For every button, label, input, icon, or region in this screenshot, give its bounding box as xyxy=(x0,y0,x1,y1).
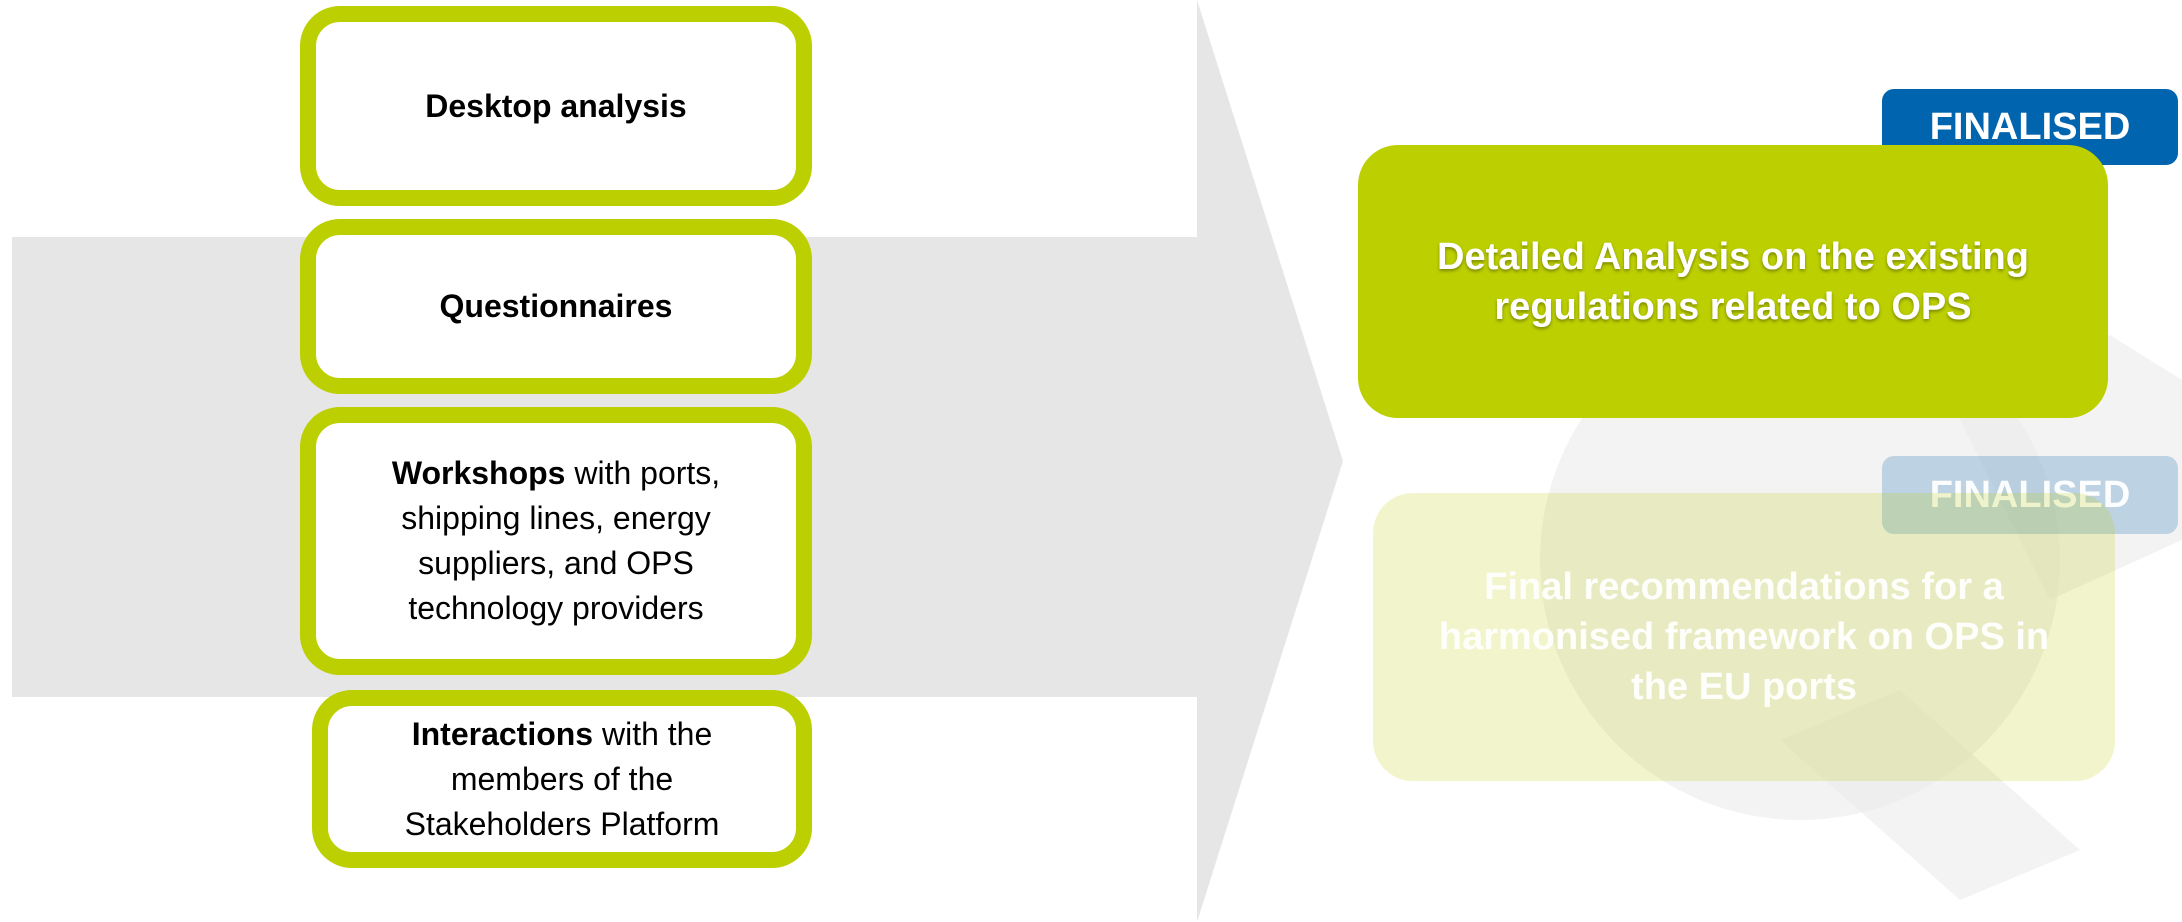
method-box-desktop-analysis: Desktop analysis xyxy=(300,6,812,206)
method-label-rest: with the members of the Stakeholders Pla… xyxy=(404,715,720,842)
method-text: Questionnaires xyxy=(440,284,673,329)
method-text: Interactions with the members of the Sta… xyxy=(382,712,742,847)
method-label-bold: Workshops xyxy=(391,455,566,491)
method-label-bold: Desktop analysis xyxy=(425,87,687,124)
method-text: Workshops with ports, shipping lines, en… xyxy=(386,451,726,631)
status-badge-finalised-faded: FINALISED xyxy=(1882,456,2178,534)
method-label-bold: Questionnaires xyxy=(439,288,673,324)
output-box-final-recommendations: Final recommendations for a harmonised f… xyxy=(1373,493,2115,781)
method-label-bold: Interactions xyxy=(411,715,594,752)
method-text: Desktop analysis xyxy=(425,84,686,129)
method-box-questionnaires: Questionnaires xyxy=(300,219,812,394)
method-label-rest: with ports, shipping lines, energy suppl… xyxy=(401,455,721,626)
method-box-workshops: Workshops with ports, shipping lines, en… xyxy=(300,407,812,675)
output-box-detailed-analysis: Detailed Analysis on the existing regula… xyxy=(1358,145,2108,418)
method-box-interactions: Interactions with the members of the Sta… xyxy=(312,690,812,868)
